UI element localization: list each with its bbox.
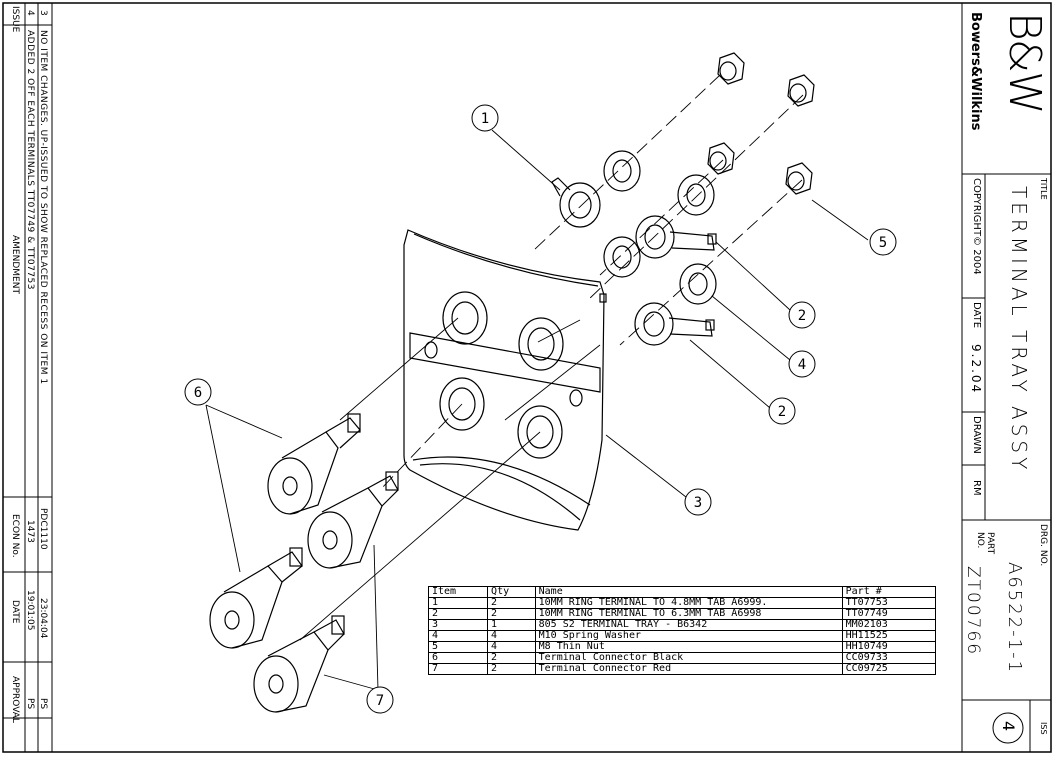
bom-cell-name: Terminal Connector Red	[534, 663, 843, 675]
balloon-item-7	[366, 686, 394, 714]
date-value: 9.2.04	[969, 344, 983, 395]
bom-cell-qty: 2	[487, 663, 536, 675]
amend-row-3-text: NO ITEM CHANGES. UP-ISSUED TO SHOW REPLA…	[38, 30, 48, 385]
bom-row: 6 2 Terminal Connector Black CC09733	[427, 652, 937, 664]
title-caption: TITLE	[1039, 178, 1048, 200]
balloon-item-3-label: 3	[694, 495, 702, 511]
bom-cell-item: 7	[427, 663, 489, 675]
thin-nuts	[707, 52, 815, 195]
balloon-item-1	[471, 104, 499, 132]
bom-header-row: Item Qty Name Part #	[427, 586, 937, 598]
terminal-connectors	[209, 413, 399, 713]
bom-cell-part: TT07753	[841, 597, 937, 609]
spring-washers	[603, 150, 717, 305]
part-value: ZT00766	[963, 566, 983, 657]
amend-header-issue: ISSUE	[10, 6, 20, 33]
copyright: COPYRIGHT© 2004	[971, 178, 982, 275]
bom-cell-item: 4	[427, 630, 489, 642]
item-balloons: 1 2 2 3 4 5 6 7	[184, 104, 897, 714]
amend-row-3-approval: PS	[38, 698, 48, 710]
bom-cell-name: 10MM RING TERMINAL TO 6.3MM TAB A6998	[534, 608, 843, 620]
bom-cell-qty: 2	[487, 652, 536, 664]
drawn-label: DRAWN	[971, 416, 982, 454]
part-label: PART NO.	[975, 532, 995, 555]
bom-cell-part: CC09733	[841, 652, 937, 664]
bom-row: 5 4 M8 Thin Nut HH10749	[427, 641, 937, 653]
amend-row-3-date: 23:04:04	[38, 598, 48, 639]
bom-header-item: Item	[427, 586, 489, 598]
assembly-centerlines	[299, 74, 804, 641]
date-label: DATE	[971, 302, 982, 329]
bom-row: 1 2 10MM RING TERMINAL TO 4.8MM TAB A699…	[427, 597, 937, 609]
amend-row-4-econ: 1473	[25, 520, 35, 543]
amend-row-4-text: ADDED 2 OFF EACH TERMINALS TT07749 & TT0…	[25, 30, 35, 290]
drg-value: A6522-1-1	[1004, 562, 1025, 675]
bom-cell-part: CC09725	[841, 663, 937, 675]
bom-cell-name: M8 Thin Nut	[534, 641, 843, 653]
brand-name: Bowers&Wilkins	[968, 12, 983, 131]
bom-row: 3 1 805 S2 TERMINAL TRAY - B6342 MM02103	[427, 619, 937, 631]
balloon-item-2b-label: 2	[778, 404, 786, 420]
bom-cell-qty: 2	[487, 608, 536, 620]
bom-header-name: Name	[534, 586, 843, 598]
balloon-item-5-label: 5	[879, 235, 887, 251]
bom-cell-name: M10 Spring Washer	[534, 630, 843, 642]
balloon-item-1-label: 1	[481, 111, 489, 127]
amend-row-3-econ: PDC1110	[38, 508, 48, 550]
bom-cell-part: MM02103	[841, 619, 937, 631]
bom-header-qty: Qty	[487, 586, 536, 598]
ring-terminals	[551, 177, 717, 346]
amend-header-econ: ECON No.	[10, 514, 20, 558]
bom-cell-item: 3	[427, 619, 489, 631]
iss-value: 4	[999, 721, 1018, 732]
amend-header-amendment: AMENDMENT	[10, 235, 20, 294]
bom-row: 7 2 Terminal Connector Red CC09725	[427, 663, 937, 675]
bom-row: 4 4 M10 Spring Washer HH11525	[427, 630, 937, 642]
amend-header-date: DATE	[10, 600, 20, 624]
bom-cell-name: 805 S2 TERMINAL TRAY - B6342	[534, 619, 843, 631]
brand-logo: B&W	[999, 12, 1050, 113]
balloon-item-2a-label: 2	[798, 308, 806, 324]
amend-row-4-approval: PS	[25, 698, 35, 710]
bom-header-part: Part #	[841, 586, 937, 598]
balloon-item-6-label: 6	[194, 385, 202, 401]
bom-cell-item: 6	[427, 652, 489, 664]
balloon-leaders	[205, 129, 869, 691]
balloon-item-7-label: 7	[376, 693, 384, 709]
drawn-value: RM	[971, 480, 982, 496]
balloon-item-2a	[788, 301, 816, 329]
bom-row: 2 2 10MM RING TERMINAL TO 6.3MM TAB A699…	[427, 608, 937, 620]
title-block-frame	[961, 2, 1052, 753]
bom-cell-name: 10MM RING TERMINAL TO 4.8MM TAB A6999.	[534, 597, 843, 609]
amend-row-issue-3: 3	[38, 10, 48, 16]
bom-cell-part: TT07749	[841, 608, 937, 620]
balloon-item-5	[869, 228, 897, 256]
balloon-item-4-label: 4	[798, 357, 806, 373]
amend-row-issue-4: 4	[25, 10, 35, 16]
bom-cell-qty: 1	[487, 619, 536, 631]
drg-label: DRG. NO.	[1038, 524, 1048, 567]
amendment-block-frame	[2, 2, 53, 753]
bom-cell-item: 2	[427, 608, 489, 620]
bom-cell-qty: 4	[487, 641, 536, 653]
bill-of-materials: Item Qty Name Part # 1 2 10MM RING TERMI…	[427, 586, 937, 675]
bom-cell-part: HH10749	[841, 641, 937, 653]
balloon-item-6	[184, 378, 212, 406]
iss-label: ISS	[1039, 722, 1048, 735]
bom-cell-part: HH11525	[841, 630, 937, 642]
issue-circle	[992, 712, 1024, 744]
bom-cell-name: Terminal Connector Black	[534, 652, 843, 664]
drawing-title: TERMINAL TRAY ASSY	[1007, 186, 1031, 474]
balloon-item-3	[684, 488, 712, 516]
amend-header-approval: APPROVAL	[10, 676, 20, 723]
bom-cell-item: 5	[427, 641, 489, 653]
bom-cell-qty: 4	[487, 630, 536, 642]
amend-row-4-date: 19:01:05	[25, 590, 35, 631]
balloon-item-2b	[768, 397, 796, 425]
bom-cell-item: 1	[427, 597, 489, 609]
bom-cell-qty: 2	[487, 597, 536, 609]
balloon-item-4	[788, 350, 816, 378]
terminal-tray	[403, 229, 607, 531]
